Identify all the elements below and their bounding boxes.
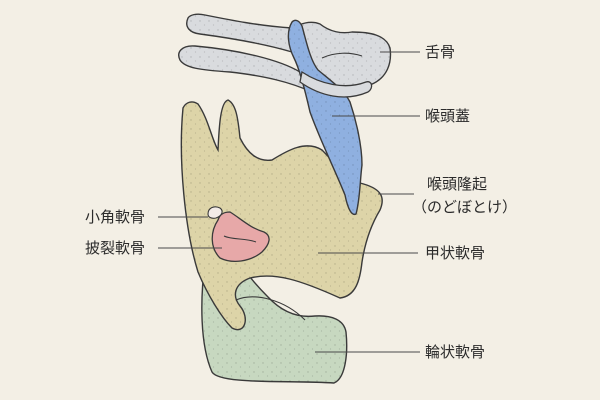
label-prominence: 喉頭隆起	[427, 175, 488, 193]
label-arytenoid: 披裂軟骨	[85, 239, 146, 257]
label-corniculate: 小角軟骨	[85, 208, 146, 226]
arytenoid-cartilage	[211, 211, 270, 263]
corniculate-cartilage	[207, 206, 223, 219]
leader-lines	[158, 51, 420, 353]
arytenoid-contour	[223, 235, 257, 243]
label-cricoid: 輪状軟骨	[425, 343, 486, 361]
cricoid-inner-contour	[235, 296, 306, 321]
label-thyroid: 甲状軟骨	[425, 244, 486, 262]
hyoid-inner-contour	[321, 52, 363, 59]
label-hyoid: 舌骨	[425, 43, 456, 61]
label-epiglottis: 喉頭蓋	[425, 107, 471, 125]
label-prominence-sub: （のどぼとけ）	[412, 198, 518, 216]
hyoid-front-bar	[299, 70, 373, 98]
